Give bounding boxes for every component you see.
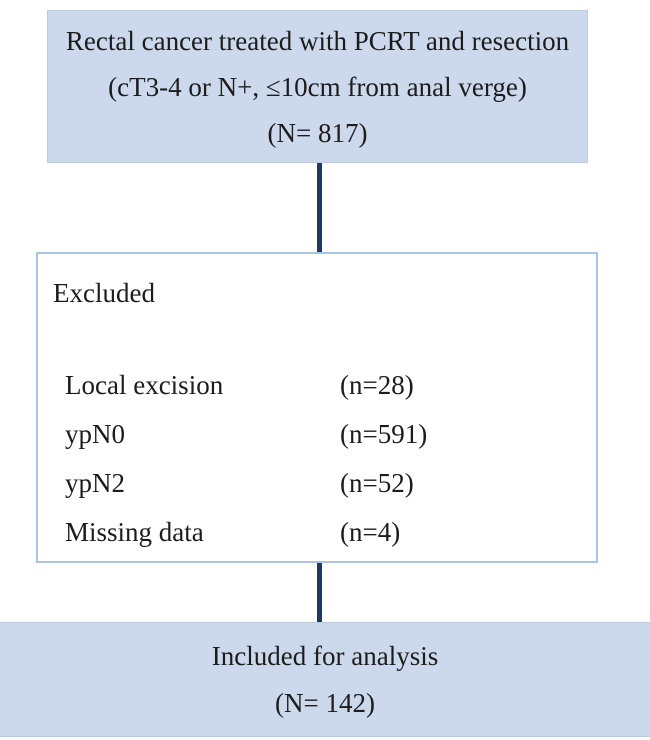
enrollment-line-2: (cT3-4 or N+, ≤10cm from anal verge) [108,71,527,102]
enrollment-box: Rectal cancer treated with PCRT and rese… [47,10,588,163]
excluded-count: (n=4) [340,517,401,547]
enrollment-line-1: Rectal cancer treated with PCRT and rese… [65,25,570,56]
included-box: Included for analysis (N= 142) [0,622,650,737]
excluded-count: (n=591) [340,419,428,449]
included-count: (N= 142) [275,687,375,718]
excluded-label: Local excision [65,370,224,400]
connector-line-top [317,163,322,252]
excluded-box: Excluded Local excision (n=28) ypN0 (n=5… [36,252,598,563]
excluded-row-local-excision: Local excision (n=28) [65,361,586,410]
excluded-count: (n=28) [340,370,414,400]
excluded-label: ypN0 [65,419,125,449]
excluded-list: Local excision (n=28) ypN0 (n=591) ypN2 … [65,361,586,557]
excluded-label: Missing data [65,517,204,547]
excluded-title: Excluded [53,278,155,308]
connector-line-bottom [317,563,322,622]
enrollment-count: (N= 817) [267,117,368,148]
excluded-row-missing-data: Missing data (n=4) [65,508,586,557]
excluded-row-ypn0: ypN0 (n=591) [65,410,586,459]
excluded-row-ypn2: ypN2 (n=52) [65,459,586,508]
excluded-count: (n=52) [340,468,414,498]
included-line-1: Included for analysis [211,640,439,671]
excluded-label: ypN2 [65,468,125,498]
